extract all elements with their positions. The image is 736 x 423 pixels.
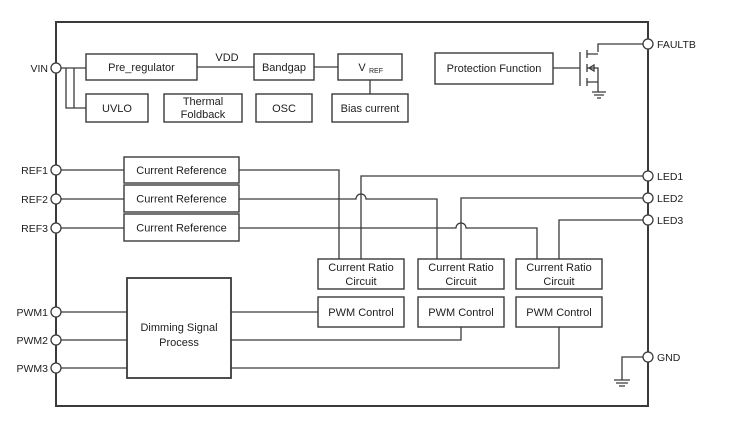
dim-pwm2-wire xyxy=(231,327,462,341)
faultb-pin-label: FAULTB xyxy=(657,39,696,51)
dimming-label-line2: Process xyxy=(159,337,199,349)
vin-pin-label: VIN xyxy=(30,63,48,75)
uvlo-block xyxy=(85,93,149,123)
current-ratio-3-label-line1: Current Ratio xyxy=(526,262,591,274)
vref-subscript: REF xyxy=(369,68,383,75)
pwm-control-1-block xyxy=(317,296,405,328)
dimming-signal-process-block xyxy=(126,277,232,379)
vin-pin xyxy=(50,62,62,74)
pwm-control-3-block xyxy=(515,296,603,328)
bandgap-block xyxy=(253,53,315,81)
pre-regulator-label: Pre_regulator xyxy=(108,62,175,74)
pre-regulator-block xyxy=(85,53,198,81)
pwm-control-2-block xyxy=(417,296,505,328)
current-reference-3-label: Current Reference xyxy=(136,223,227,235)
current-reference-1-block xyxy=(123,156,240,184)
thermal-label-line2: Foldback xyxy=(181,109,226,121)
pwm3-pin xyxy=(50,362,62,374)
pwm1-pin-label: PWM1 xyxy=(17,307,49,319)
thermal-foldback-block xyxy=(163,93,243,123)
current-ratio-3-block xyxy=(515,258,603,290)
led3-pin xyxy=(642,214,654,226)
faultb-pin xyxy=(642,38,654,50)
protection-function-block xyxy=(434,52,554,85)
current-ratio-2-block xyxy=(417,258,505,290)
faultb-transistor xyxy=(545,43,643,99)
vdd-label: VDD xyxy=(215,52,238,64)
led1-pin xyxy=(642,170,654,182)
bias-current-block xyxy=(331,93,409,123)
led1-wire xyxy=(360,175,643,259)
led3-pin-label: LED3 xyxy=(657,215,683,227)
pwm-control-3-label: PWM Control xyxy=(526,307,591,319)
protection-function-label: Protection Function xyxy=(447,63,542,75)
led2-pin xyxy=(642,192,654,204)
current-reference-2-label: Current Reference xyxy=(136,194,227,206)
current-ratio-3-label-line2: Circuit xyxy=(543,276,574,288)
ref3-pin-label: REF3 xyxy=(21,223,48,235)
osc-block xyxy=(255,93,313,123)
led2-pin-label: LED2 xyxy=(657,193,683,205)
pwm2-pin xyxy=(50,334,62,346)
gnd-pin-label: GND xyxy=(657,352,681,364)
led3-wire xyxy=(558,219,643,259)
current-reference-1-label: Current Reference xyxy=(136,165,227,177)
current-ratio-1-label-line1: Current Ratio xyxy=(328,262,393,274)
pwm-control-1-label: PWM Control xyxy=(328,307,393,319)
dimming-label-line1: Dimming Signal xyxy=(140,322,217,334)
ref2-pin xyxy=(50,193,62,205)
pwm3-pin-label: PWM3 xyxy=(17,363,49,375)
led2-wire xyxy=(460,197,643,259)
current-ratio-2-label-line2: Circuit xyxy=(445,276,476,288)
vref-label: V xyxy=(358,62,366,74)
pwm-control-2-label: PWM Control xyxy=(428,307,493,319)
vin-wire xyxy=(61,67,86,109)
current-ratio-1-label-line2: Circuit xyxy=(345,276,376,288)
ref1-pin-label: REF1 xyxy=(21,165,48,177)
current-reference-2-block xyxy=(123,184,240,213)
current-ratio-2-label-line1: Current Ratio xyxy=(428,262,493,274)
gnd-symbol xyxy=(614,356,643,387)
ref3-wire xyxy=(61,222,538,259)
pwm1-pin xyxy=(50,306,62,318)
pwm2-pin-label: PWM2 xyxy=(17,335,49,347)
led1-pin-label: LED1 xyxy=(657,171,683,183)
ref2-wire xyxy=(61,193,438,259)
current-ratio-1-block xyxy=(317,258,405,290)
dim-pwm3-wire xyxy=(231,327,560,369)
ref3-pin xyxy=(50,222,62,234)
current-reference-3-block xyxy=(123,213,240,242)
vref-block xyxy=(337,53,403,81)
ref2-pin-label: REF2 xyxy=(21,194,48,206)
bandgap-label: Bandgap xyxy=(262,62,306,74)
uvlo-label: UVLO xyxy=(102,103,132,115)
osc-label: OSC xyxy=(272,103,296,115)
chip-outline xyxy=(55,21,649,407)
gnd-pin xyxy=(642,351,654,363)
bias-current-label: Bias current xyxy=(341,103,400,115)
ref1-pin xyxy=(50,164,62,176)
thermal-label-line1: Thermal xyxy=(183,96,223,108)
ref1-wire xyxy=(61,169,340,259)
